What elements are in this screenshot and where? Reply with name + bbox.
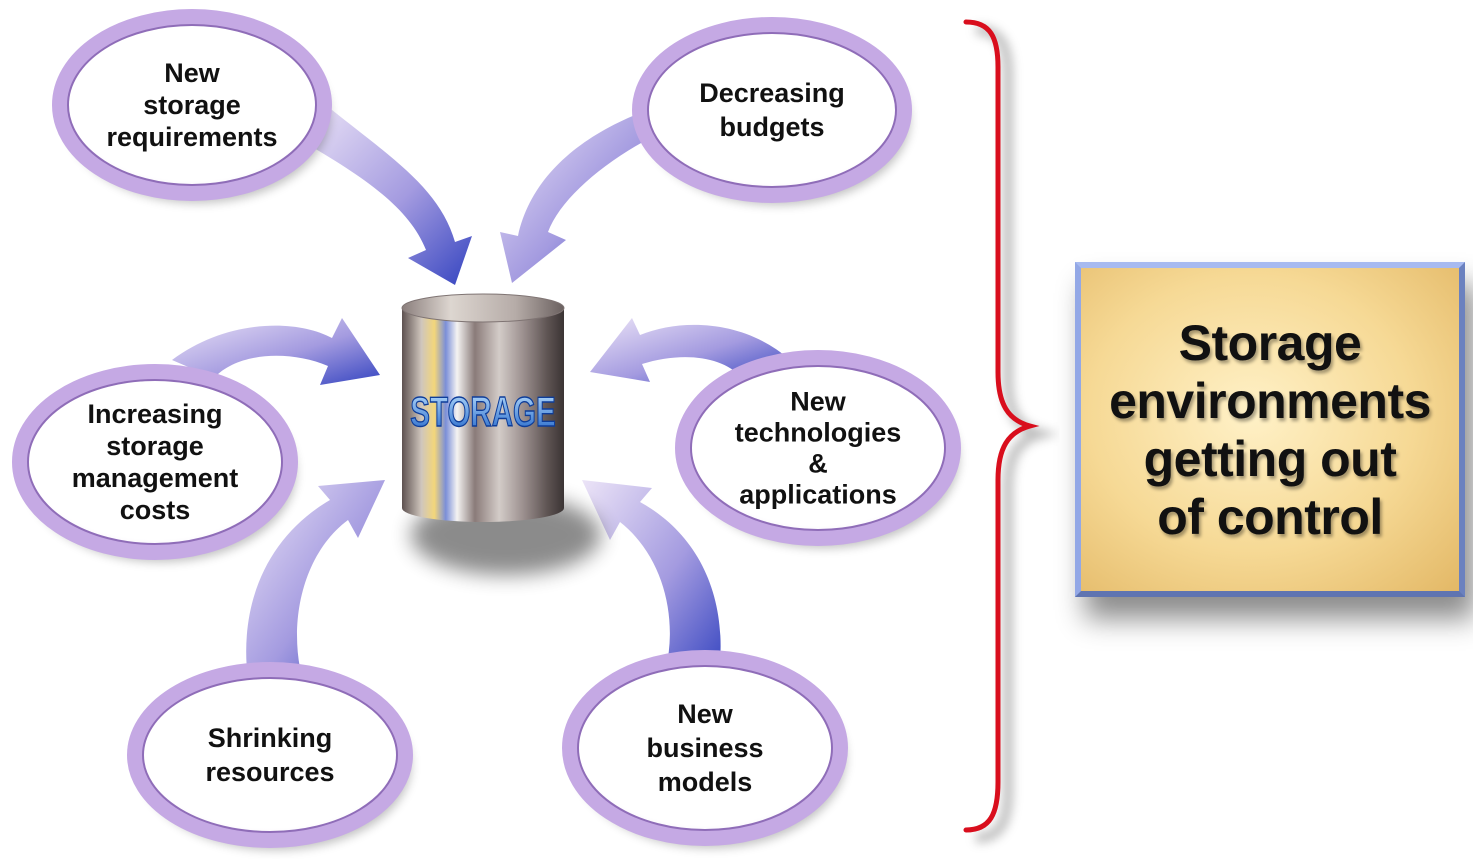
ellipse-inner-edge bbox=[67, 24, 317, 186]
driver-shrinking-resources: Shrinking resources bbox=[127, 662, 413, 850]
ellipse-inner-edge bbox=[690, 365, 946, 531]
result-box: Storage environments getting out of cont… bbox=[1075, 262, 1465, 597]
driver-label-line: & bbox=[808, 449, 828, 479]
driver-label-line: storage bbox=[143, 90, 241, 120]
driver-label-line: Increasing bbox=[87, 399, 222, 429]
driver-label-line: budgets bbox=[720, 112, 825, 142]
ellipse-ring bbox=[52, 9, 332, 201]
ellipse-ring bbox=[675, 350, 961, 546]
driver-decreasing-budgets: Decreasing budgets bbox=[632, 17, 912, 205]
ellipse-ring bbox=[632, 17, 912, 203]
driver-label-line: management bbox=[72, 463, 239, 493]
driver-label-line: requirements bbox=[106, 122, 277, 152]
ellipse-inner-edge bbox=[647, 32, 897, 188]
driver-label-line: resources bbox=[205, 757, 334, 787]
result-line: of control bbox=[1157, 488, 1383, 545]
arrow-from-increasing-costs bbox=[172, 318, 380, 385]
driver-label-line: applications bbox=[739, 480, 897, 510]
result-line: getting out bbox=[1143, 430, 1397, 487]
storage-cylinder: STORAGE bbox=[401, 293, 601, 575]
result-line: Storage bbox=[1178, 314, 1362, 371]
brace-shadow bbox=[975, 25, 1059, 843]
driver-label-line: New bbox=[677, 699, 734, 729]
driver-new-business-models: New business models bbox=[562, 650, 848, 848]
arrow-from-shrinking-resources bbox=[246, 480, 385, 680]
ellipse-ring bbox=[127, 662, 413, 848]
driver-label-line: models bbox=[658, 767, 753, 797]
result-line: environments bbox=[1109, 372, 1431, 429]
brace bbox=[963, 19, 1040, 833]
ellipse-inner-edge bbox=[577, 665, 833, 831]
driver-label-line: storage bbox=[106, 431, 204, 461]
driver-label-line: Shrinking bbox=[208, 723, 333, 753]
arrow-from-new-business-models bbox=[582, 480, 721, 680]
driver-ellipses: NewstoragerequirementsDecreasingbudgetsI… bbox=[12, 9, 961, 850]
ellipse-ring bbox=[12, 364, 298, 560]
arrow-from-new-storage-requirements bbox=[300, 110, 472, 285]
driver-label-line: business bbox=[646, 733, 763, 763]
cylinder-label: STORAGE bbox=[410, 388, 555, 435]
cylinder-top bbox=[401, 293, 565, 323]
driver-label-line: costs bbox=[120, 495, 191, 525]
driver-label-line: New bbox=[790, 387, 847, 417]
ellipse-inner-edge bbox=[142, 677, 398, 833]
curly-brace bbox=[963, 19, 1059, 843]
driver-label-line: technologies bbox=[735, 418, 902, 448]
cylinder-bottom bbox=[402, 494, 564, 522]
arrows bbox=[172, 110, 790, 680]
arrow-from-decreasing-budgets bbox=[500, 115, 650, 283]
ellipse-ring bbox=[562, 650, 848, 846]
cylinder-body bbox=[402, 308, 564, 508]
driver-label-line: New bbox=[164, 58, 221, 88]
ellipse-inner-edge bbox=[27, 379, 283, 545]
driver-label-line: Decreasing bbox=[699, 78, 845, 108]
